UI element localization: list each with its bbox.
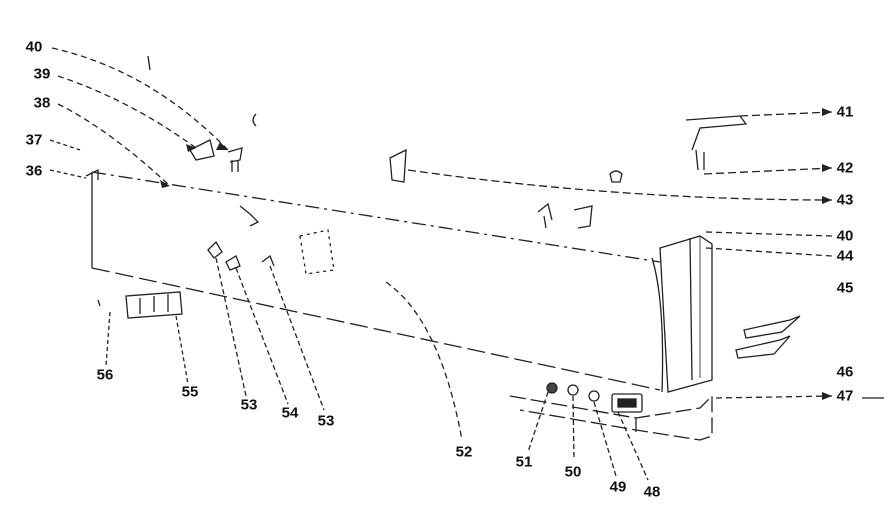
bottom-rail: [509, 394, 713, 441]
callout-42: 42: [836, 159, 854, 177]
callout-47: 47: [836, 387, 854, 405]
callout-48: 48: [643, 483, 661, 501]
callout-40-top: 40: [25, 38, 43, 56]
knob-51: [546, 382, 558, 394]
callout-45: 45: [836, 279, 854, 297]
callout-54: 54: [281, 404, 299, 422]
callout-50: 50: [564, 463, 582, 481]
callout-36: 36: [25, 162, 43, 180]
callout-49: 49: [609, 478, 627, 496]
callout-51: 51: [515, 453, 533, 471]
callout-39: 39: [33, 65, 51, 83]
panel-bottom-edge: [91, 267, 661, 391]
callout-38: 38: [33, 94, 51, 112]
callout-52: 52: [455, 443, 473, 461]
callout-53-left: 53: [240, 396, 258, 414]
handle-48: [611, 393, 643, 413]
callout-43: 43: [836, 191, 854, 209]
callout-40-right: 40: [836, 227, 854, 245]
panel-top-edge: [91, 171, 661, 263]
callout-44: 44: [836, 247, 854, 265]
callout-53-right: 53: [317, 412, 335, 430]
panel-right-curve: [651, 257, 664, 393]
callout-41: 41: [836, 103, 854, 121]
callout-46: 46: [836, 363, 854, 381]
knob-49: [588, 390, 600, 402]
callout-37: 37: [25, 131, 43, 149]
knob-50: [567, 384, 579, 396]
callout-55: 55: [181, 383, 199, 401]
callout-56: 56: [96, 366, 114, 384]
end-frame: [659, 235, 713, 393]
